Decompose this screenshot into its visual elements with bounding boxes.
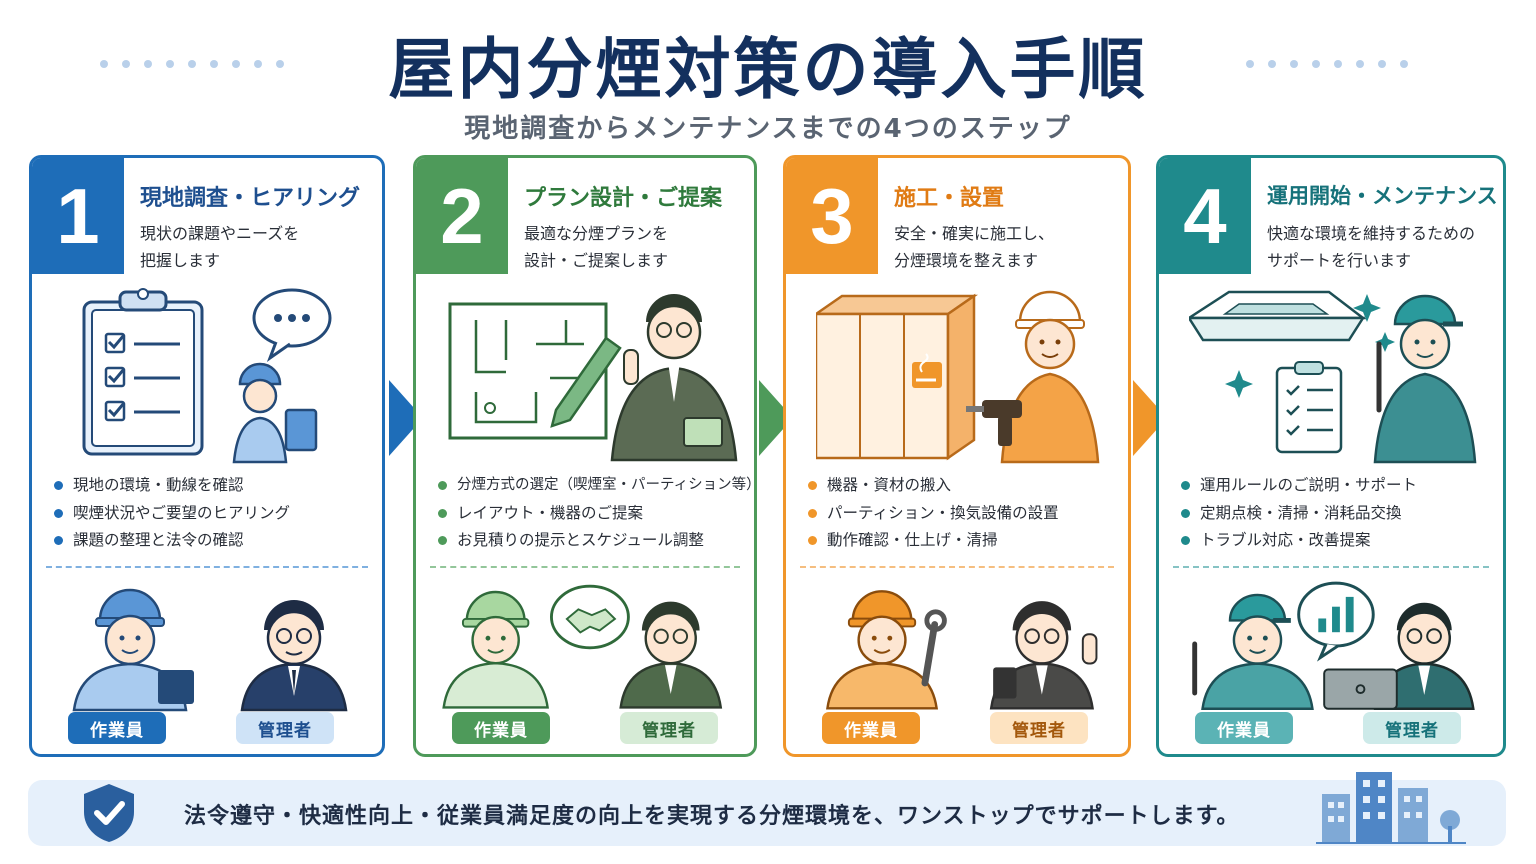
step-title: 現地調査・ヒアリング <box>140 186 361 211</box>
drill-icon <box>966 400 1022 446</box>
ceiling-ac-unit-icon <box>1189 290 1367 342</box>
clipboard-checklist-icon <box>82 288 204 456</box>
chevron-right-icon <box>1133 380 1167 456</box>
speech-bubble-icon <box>252 288 332 363</box>
list-item: 現地の環境・動線を確認 <box>54 472 290 500</box>
manager-laptop-avatar-icon <box>1323 602 1475 710</box>
smoking-booth-icon <box>816 293 979 461</box>
step-description: 最適な分煙プランを 設計・ご提案します <box>524 220 754 274</box>
role-badge-manager: 管理者 <box>990 712 1088 744</box>
technician-avatar-icon <box>1192 593 1314 710</box>
step-desc-line: 最適な分煙プランを <box>524 224 669 243</box>
step-3-illustration <box>816 290 1100 464</box>
step-number: 2 <box>416 158 508 274</box>
chevron-right-icon <box>759 380 793 456</box>
step-bullet-list: 分煙方式の選定（喫煙室・パーティション等） レイアウト・機器のご提案 お見積りの… <box>438 472 754 555</box>
list-item: 課題の整理と法令の確認 <box>54 527 290 555</box>
worker-avatar-icon <box>826 590 947 710</box>
step-bullet-list: 現地の環境・動線を確認 喫煙状況やご要望のヒアリング 課題の整理と法令の確認 <box>54 472 290 555</box>
roles-illustration <box>826 590 1098 710</box>
list-item: トラブル対応・改善提案 <box>1181 527 1417 555</box>
role-badge-worker: 作業員 <box>822 712 920 744</box>
step-desc-line: 把握します <box>140 251 221 270</box>
step-card-3: 3 施工・設置 安全・確実に施工し、 分煙環境を整えます 機器・資材の搬入 パー… <box>783 155 1131 757</box>
roles-illustration <box>1192 581 1475 710</box>
floor-plan-icon <box>448 302 608 440</box>
step-desc-line: サポートを行います <box>1267 251 1412 270</box>
step-desc-line: 現状の課題やニーズを <box>140 224 300 243</box>
list-item: 定期点検・清掃・消耗品交換 <box>1181 500 1417 528</box>
worker-helmet-icon <box>232 362 318 464</box>
role-badge-manager: 管理者 <box>236 712 334 744</box>
dashed-divider <box>1173 566 1489 568</box>
step-desc-line: 分煙環境を整えます <box>894 251 1039 270</box>
list-item: 分煙方式の選定（喫煙室・パーティション等） <box>438 472 754 500</box>
role-badge-worker: 作業員 <box>1195 712 1293 744</box>
wrench-icon <box>921 609 947 687</box>
role-badge-manager: 管理者 <box>620 712 718 744</box>
role-badge-manager: 管理者 <box>1363 712 1461 744</box>
title-dots-left <box>100 60 284 68</box>
technician-avatar-icon <box>1373 294 1477 464</box>
consultant-avatar-icon <box>610 294 738 462</box>
step-desc-line: 安全・確実に施工し、 <box>894 224 1055 243</box>
step-title: プラン設計・ご提案 <box>524 186 723 211</box>
step-bullet-list: 運用ルールのご説明・サポート 定期点検・清掃・消耗品交換 トラブル対応・改善提案 <box>1181 472 1417 555</box>
list-item: 機器・資材の搬入 <box>808 472 1059 500</box>
footer-banner: 法令遵守・快適性向上・従業員満足度の向上を実現する分煙環境を、ワンストップでサポ… <box>28 772 1506 846</box>
title-row: 屋内分煙対策の導入手順 <box>0 18 1536 110</box>
roles-illustration <box>72 588 348 712</box>
manager-avatar-icon <box>240 600 348 712</box>
step-4-illustration <box>1189 290 1477 464</box>
dashed-divider <box>430 566 740 568</box>
step-desc-line: 設計・ご提案します <box>524 251 669 270</box>
step-2-illustration <box>448 294 738 462</box>
manager-avatar-icon <box>989 601 1098 710</box>
step-number: 3 <box>786 158 878 274</box>
city-buildings-icon <box>1316 772 1466 844</box>
handshake-icon <box>550 584 630 650</box>
step-title: 運用開始・メンテナンス <box>1267 184 1498 208</box>
step-bullet-list: 機器・資材の搬入 パーティション・換気設備の設置 動作確認・仕上げ・清掃 <box>808 472 1059 555</box>
role-badge-worker: 作業員 <box>452 712 550 744</box>
title-dots-right <box>1246 60 1408 68</box>
bar-chart-bubble-icon <box>1297 581 1375 662</box>
clipboard-checklist-icon <box>1275 361 1343 454</box>
step-number: 1 <box>32 158 124 274</box>
worker-avatar-icon <box>442 590 549 709</box>
footer-message: 法令遵守・快適性向上・従業員満足度の向上を実現する分煙環境を、ワンストップでサポ… <box>184 804 1240 829</box>
step-card-2: 2 プラン設計・ご提案 最適な分煙プランを 設計・ご提案します 分煙方式の選定（… <box>413 155 757 757</box>
list-item: 運用ルールのご説明・サポート <box>1181 472 1417 500</box>
list-item: お見積りの提示とスケジュール調整 <box>438 527 754 555</box>
step-description: 快適な環境を維持するための サポートを行います <box>1267 220 1503 274</box>
step-card-4: 4 運用開始・メンテナンス 快適な環境を維持するための サポートを行います <box>1156 155 1506 757</box>
list-item: 動作確認・仕上げ・清掃 <box>808 527 1059 555</box>
chevron-right-icon <box>389 380 423 456</box>
step-card-1: 1 現地調査・ヒアリング 現状の課題やニーズを 把握します <box>29 155 385 757</box>
role-badge-worker: 作業員 <box>68 712 166 744</box>
dashed-divider <box>800 566 1114 568</box>
step-title: 施工・設置 <box>894 186 1005 211</box>
sparkle-icon <box>1225 294 1395 398</box>
pencil-icon <box>550 336 622 428</box>
manager-avatar-icon <box>619 601 723 709</box>
step-description: 安全・確実に施工し、 分煙環境を整えます <box>894 220 1128 274</box>
list-item: パーティション・換気設備の設置 <box>808 500 1059 528</box>
step-desc-line: 快適な環境を維持するための <box>1267 224 1476 243</box>
step-number: 4 <box>1159 158 1251 274</box>
list-item: 喫煙状況やご要望のヒアリング <box>54 500 290 528</box>
shield-check-icon <box>84 784 134 842</box>
worker-avatar-icon <box>72 588 194 712</box>
worker-drill-avatar-icon <box>966 290 1100 464</box>
dashed-divider <box>46 566 368 568</box>
page-title: 屋内分煙対策の導入手順 <box>388 31 1148 108</box>
page-subtitle: 現地調査からメンテナンスまでの4つのステップ <box>464 114 1072 144</box>
roles-illustration <box>442 584 723 709</box>
step-description: 現状の課題やニーズを 把握します <box>140 220 380 274</box>
step-1-illustration <box>82 288 332 464</box>
list-item: レイアウト・機器のご提案 <box>438 500 754 528</box>
